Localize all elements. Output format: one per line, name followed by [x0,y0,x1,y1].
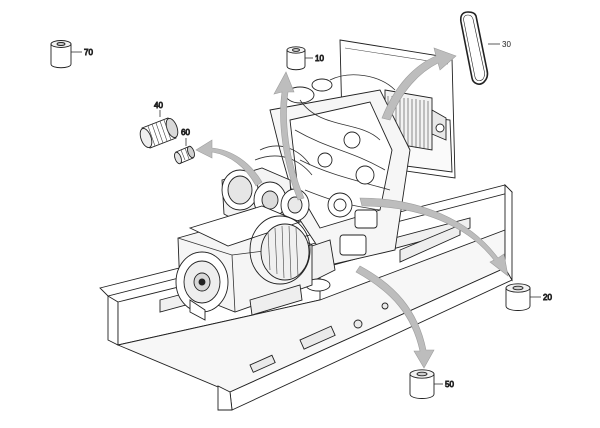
callout-50: 50 [445,380,454,389]
engine-block [254,74,411,292]
callout-10: 10 [315,54,324,63]
fuel-filter-10: 10 [286,46,325,71]
arrow-to-50 [355,265,435,369]
arrow-to-20 [359,197,509,277]
oil-filter-70: 70 [50,40,94,69]
arrow-to-40 [195,139,263,187]
oil-filter-20: 20 [505,283,553,311]
removal-arrows [195,47,509,369]
callout-40: 40 [154,101,163,110]
generator-end [175,205,313,321]
arrow-to-10 [273,71,305,201]
small-filter-60: 60 [174,128,195,165]
callout-60: 60 [181,128,190,137]
oil-filter-50: 50 [409,369,455,399]
belt-30: 30 [459,11,511,85]
callout-30: 30 [502,40,511,49]
arrow-to-30 [381,47,457,121]
callout-70: 70 [84,48,93,57]
air-filter-element-40: 40 [139,101,179,149]
callout-20: 20 [543,293,552,302]
